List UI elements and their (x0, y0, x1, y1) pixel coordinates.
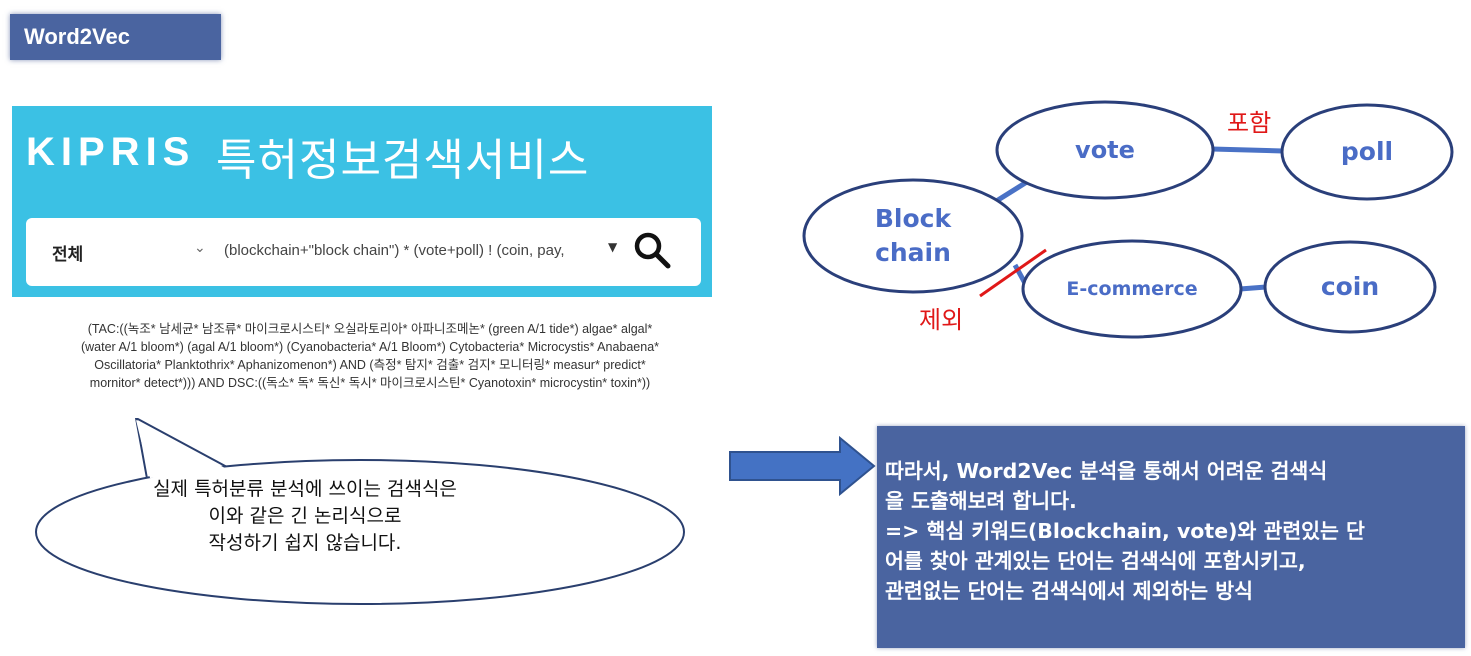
search-input[interactable]: (blockchain+"block chain") * (vote+poll)… (224, 242, 565, 259)
speech-bubble (35, 418, 685, 605)
formula-line: (water A/1 bloom*) (agal A/1 bloom*) (Cy… (80, 340, 660, 354)
kipris-search-panel: KIPRIS 특허정보검색서비스 전체 ⌄ (blockchain+"block… (12, 106, 712, 297)
node-blockchain-line: chain (875, 238, 951, 267)
node-vote (995, 100, 1215, 200)
page-title: Word2Vec (10, 14, 221, 60)
bubble-line: 이와 같은 긴 논리식으로 (208, 505, 402, 527)
node-ecommerce (1021, 239, 1243, 339)
formula-line: (TAC:((녹조* 남세균* 남조류* 마이크로시스티* 오실라토리아* 아파… (87, 322, 653, 336)
chevron-down-icon[interactable]: ⌄ (194, 240, 206, 256)
right-arrow-icon (729, 436, 876, 496)
search-box: 전체 ⌄ (blockchain+"block chain") * (vote+… (26, 218, 701, 286)
node-blockchain-label: Block chain (853, 202, 973, 270)
node-poll-label: poll (1340, 137, 1394, 166)
bubble-line: 작성하기 쉽지 않습니다. (208, 532, 402, 554)
bubble-text: 실제 특허분류 분석에 쓰이는 검색식은 이와 같은 긴 논리식으로 작성하기 … (110, 476, 500, 557)
exclude-mark (979, 248, 1047, 298)
formula-line: mornitor* detect*))) AND DSC:((독소* 독* 독신… (89, 376, 651, 390)
info-line: => 핵심 키워드(Blockchain, vote)와 관련있는 단 (885, 519, 1365, 543)
node-ecommerce-label: E-commerce (1066, 278, 1198, 300)
include-label: 포함 (1227, 109, 1272, 137)
search-formula: (TAC:((녹조* 남세균* 남조류* 마이크로시스티* 오실라토리아* 아파… (14, 320, 726, 392)
service-name: 특허정보검색서비스 (216, 135, 590, 186)
node-coin-label: coin (1320, 272, 1380, 301)
info-line: 따라서, Word2Vec 분석을 통해서 어려운 검색식 (885, 459, 1328, 483)
info-line: 어를 찾아 관계있는 단어는 검색식에 포함시키고, (885, 549, 1306, 573)
node-blockchain (802, 178, 1024, 294)
info-line: 관련없는 단어는 검색식에서 제외하는 방식 (885, 579, 1254, 603)
node-vote-label: vote (1075, 136, 1135, 164)
node-blockchain-line: Block (874, 204, 952, 233)
node-poll (1280, 103, 1454, 201)
bubble-line: 실제 특허분류 분석에 쓰이는 검색식은 (153, 478, 457, 500)
formula-line: Oscillatoria* Planktothrix* Aphanizomeno… (94, 358, 646, 372)
scope-select[interactable]: 전체 (52, 245, 84, 265)
info-line: 을 도출해보려 합니다. (885, 489, 1077, 513)
info-box: 따라서, Word2Vec 분석을 통해서 어려운 검색식 을 도출해보려 합니… (877, 426, 1465, 648)
edge-ecommerce-coin (1239, 284, 1267, 292)
exclude-label: 제외 (919, 306, 964, 334)
edge-vote-poll (1211, 146, 1284, 154)
node-coin (1263, 240, 1437, 334)
dropdown-caret-icon[interactable]: ▼ (608, 240, 618, 254)
kipris-logo: KIPRIS (26, 130, 196, 174)
search-icon[interactable] (632, 230, 672, 270)
